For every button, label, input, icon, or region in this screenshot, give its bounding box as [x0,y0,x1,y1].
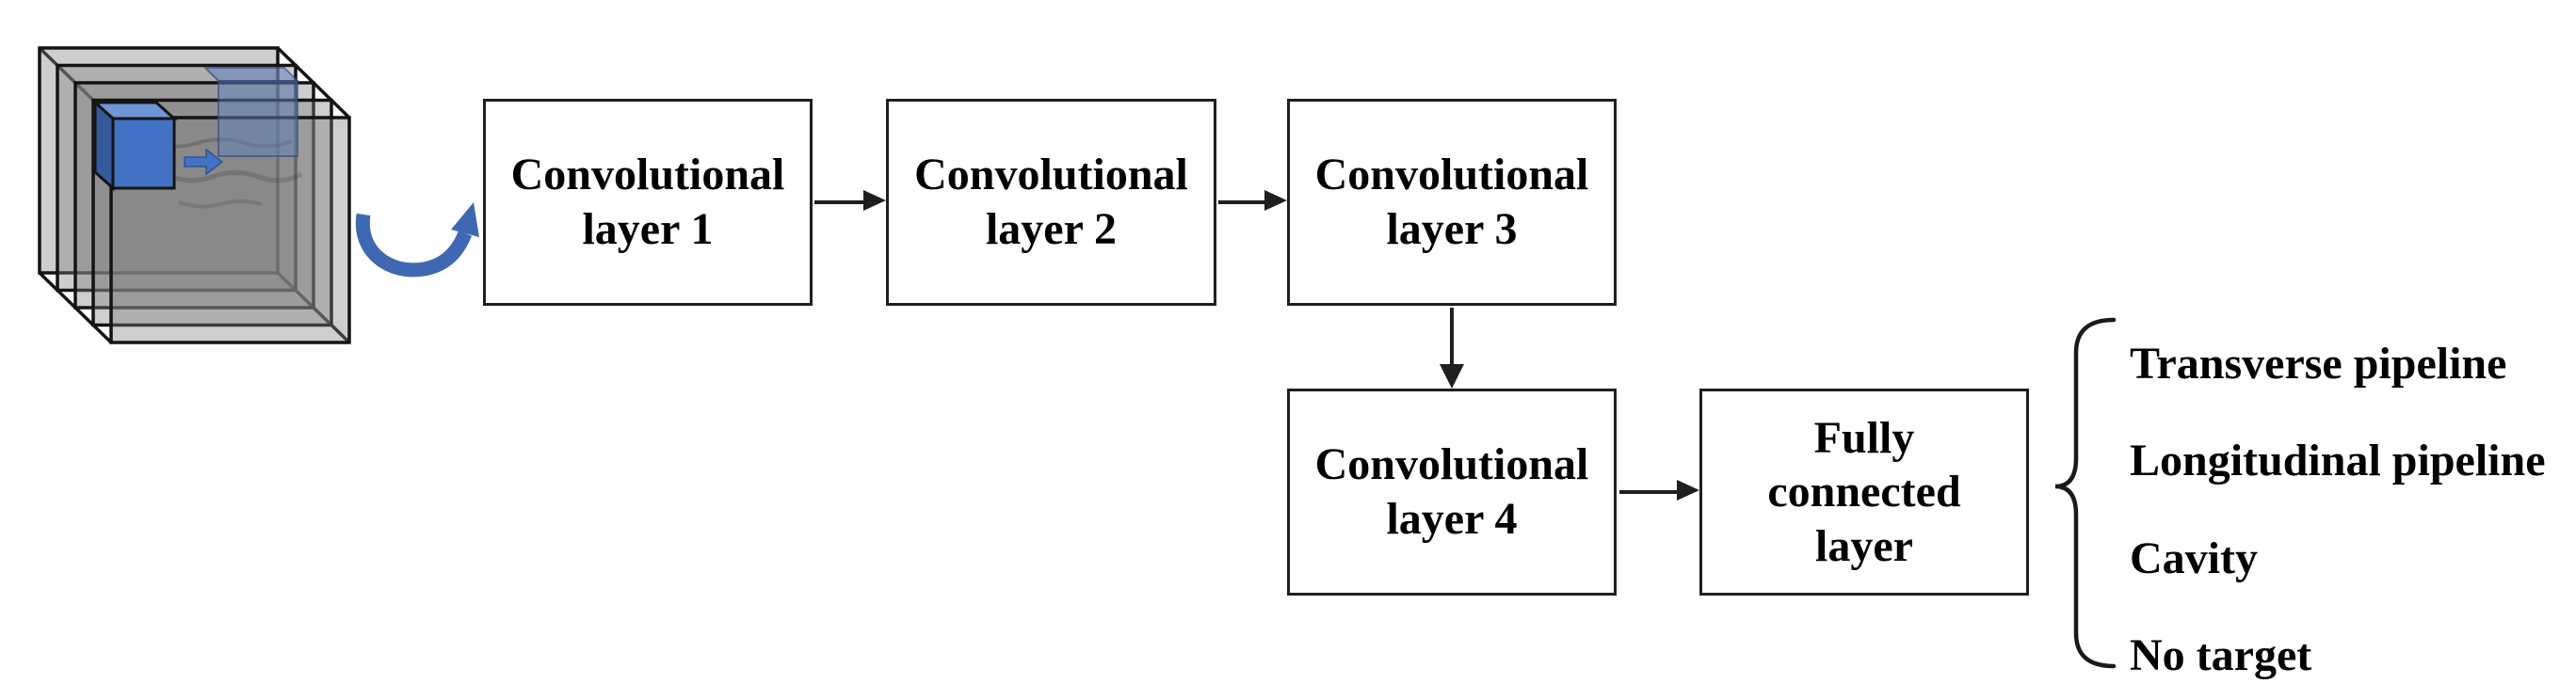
conv-layer-2-box: Convolutional layer 2 [886,99,1216,306]
kernel-slide-arrow-icon [184,148,224,176]
input-image-stack-icon [38,46,351,344]
stack-slices [38,46,351,344]
convolution-kernel-cube-icon [91,99,178,192]
output-label-longitudinal-pipeline: Longitudinal pipeline [2130,435,2546,485]
arrowhead-conv2-to-conv3-icon [1264,190,1287,211]
translucent-scan-window-icon [202,67,300,157]
conv-layer-1-box: Convolutional layer 1 [483,99,813,306]
conv-layer-4-box: Convolutional layer 4 [1287,389,1617,596]
arrow-conv3-to-conv4 [1450,308,1454,366]
arrow-conv2-to-conv3 [1218,200,1267,204]
fully-connected-layer-box: Fully connected layer [1699,389,2029,596]
arrowhead-conv1-to-conv2-icon [863,190,886,211]
conv-layer-3-box: Convolutional layer 3 [1287,99,1617,306]
arrow-conv4-to-fc [1619,490,1678,494]
curved-flow-arrow-icon [355,202,479,278]
output-curly-brace-icon [2054,317,2117,669]
output-label-cavity: Cavity [2130,533,2258,583]
arrow-conv1-to-conv2 [814,200,866,204]
arrowhead-conv4-to-fc-icon [1677,480,1699,501]
output-label-no-target: No target [2130,629,2312,680]
output-label-transverse-pipeline: Transverse pipeline [2130,338,2507,389]
arrowhead-conv3-to-conv4-icon [1440,364,1464,389]
